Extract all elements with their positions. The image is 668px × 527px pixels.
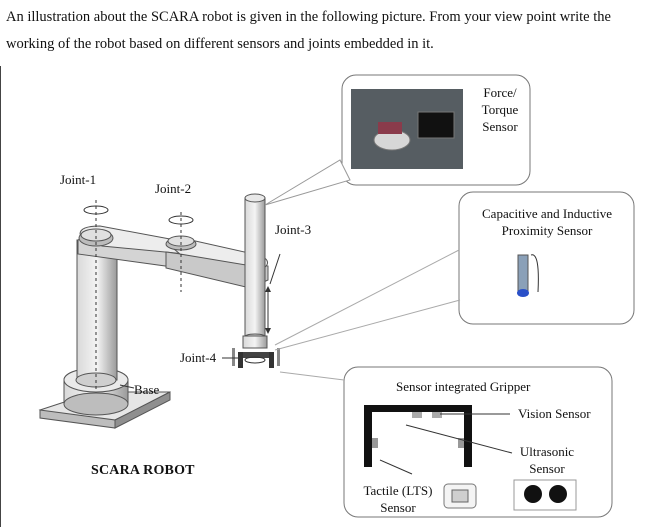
robot-spindle bbox=[242, 193, 268, 349]
question-line-1: An illustration about the SCARA robot is… bbox=[6, 9, 611, 25]
joint2-label: Joint-2 bbox=[155, 181, 192, 196]
question-line-2: working of the robot based on different … bbox=[6, 36, 434, 52]
joint1-rotation-icon bbox=[83, 205, 109, 215]
tactile-pointer bbox=[379, 459, 413, 475]
robot-column bbox=[75, 239, 118, 388]
joint4-label: Joint-4 bbox=[180, 350, 217, 365]
figure-panel bbox=[0, 66, 668, 527]
joint2-rotation-icon bbox=[168, 215, 194, 225]
force-torque-label: Force/ Torque Sensor bbox=[481, 85, 519, 134]
question-text: An illustration about the SCARA robot is… bbox=[6, 4, 666, 58]
proximity-bubble bbox=[274, 191, 635, 351]
vision-sensor-label: Vision Sensor bbox=[518, 406, 591, 421]
gripper-end-effector bbox=[232, 348, 280, 368]
robot-arm-1 bbox=[77, 225, 192, 269]
joint1-label: Joint-1 bbox=[60, 172, 97, 187]
joint3-pointer bbox=[269, 253, 281, 285]
gripper-bubble bbox=[279, 366, 613, 518]
robot-title: SCARA ROBOT bbox=[91, 463, 195, 478]
joint3-label: Joint-3 bbox=[275, 222, 312, 237]
ultrasonic-pointer bbox=[405, 424, 513, 454]
gripper-title: Sensor integrated Gripper bbox=[396, 379, 531, 394]
force-torque-bubble bbox=[264, 74, 531, 206]
base-pointer bbox=[119, 384, 135, 389]
sensor-box-icon bbox=[417, 111, 455, 139]
ultrasonic-label: Ultrasonic Sensor bbox=[519, 444, 575, 476]
proximity-sensor-icon bbox=[517, 254, 529, 292]
proximity-label: Capacitive and Inductive Proximity Senso… bbox=[482, 206, 612, 238]
joint4-rotation-icon bbox=[244, 356, 266, 364]
tactile-label: Tactile (LTS) Sensor bbox=[363, 483, 433, 515]
base-label: Base bbox=[134, 382, 160, 397]
